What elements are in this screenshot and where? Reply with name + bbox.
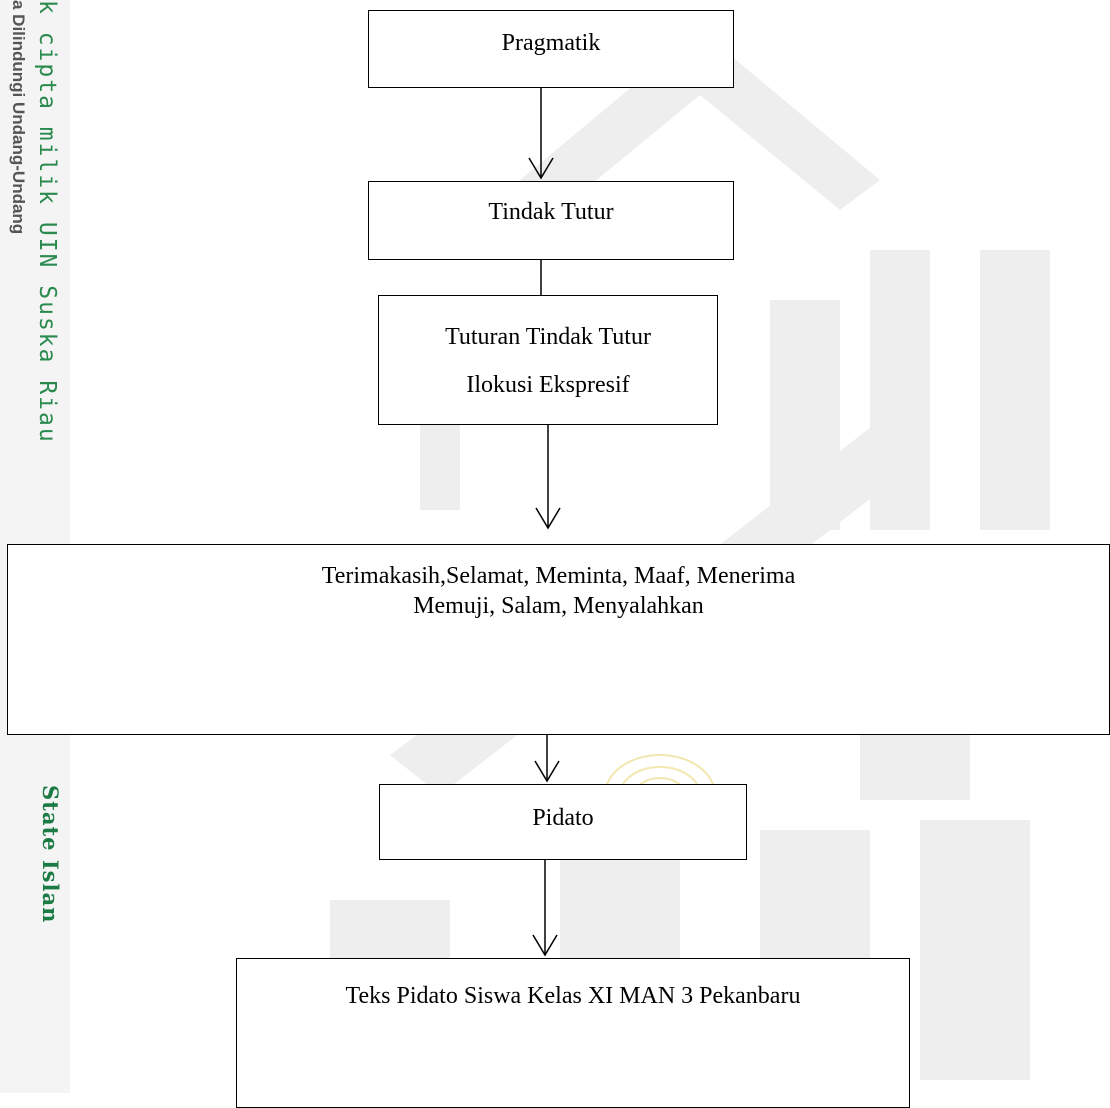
node-tindak-tutur-label: Tindak Tutur (488, 199, 614, 225)
copyright-notice: k cipta milik UIN Suska Riau (34, 0, 60, 444)
node-tindak-tutur: Tindak Tutur (368, 181, 734, 260)
institution-label: State Islan (38, 785, 63, 924)
node-categories-line1: Terimakasih,Selamat, Meminta, Maaf, Mene… (321, 563, 796, 589)
node-pidato-label: Pidato (532, 805, 594, 831)
node-categories-line2: Memuji, Salam, Menyalahkan (413, 593, 704, 619)
node-tuturan-line2: Ilokusi Ekspresif (466, 372, 630, 398)
node-teks-label: Teks Pidato Siswa Kelas XI MAN 3 Pekanba… (345, 983, 801, 1009)
node-tuturan-line1: Tuturan Tindak Tutur (445, 324, 651, 350)
node-categories: Terimakasih,Selamat, Meminta, Maaf, Mene… (7, 544, 1110, 735)
node-pragmatik: Pragmatik (368, 10, 734, 88)
law-notice: a Dilindungi Undang-Undang (9, 0, 28, 235)
node-pidato: Pidato (379, 784, 747, 860)
node-teks-pidato: Teks Pidato Siswa Kelas XI MAN 3 Pekanba… (236, 958, 910, 1108)
node-tuturan-ilokusi: Tuturan Tindak Tutur Ilokusi Ekspresif (378, 295, 718, 425)
node-pragmatik-label: Pragmatik (501, 30, 601, 56)
